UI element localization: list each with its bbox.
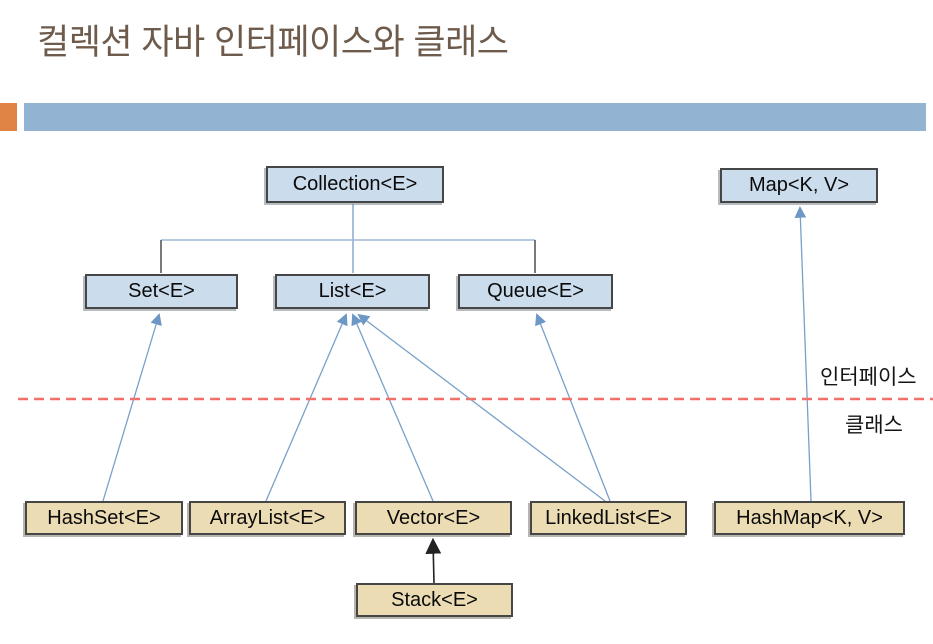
- node-stack-label: Stack<E>: [391, 588, 478, 611]
- accent-square: [0, 103, 17, 131]
- node-queue: Queue<E>: [458, 274, 613, 309]
- node-vector-label: Vector<E>: [386, 506, 481, 529]
- node-list: List<E>: [275, 274, 430, 309]
- node-hashmap: HashMap<K, V>: [714, 501, 905, 535]
- node-hashmap-label: HashMap<K, V>: [736, 506, 883, 529]
- node-queue-label: Queue<E>: [487, 280, 584, 302]
- node-arraylist: ArrayList<E>: [189, 501, 346, 535]
- edge-arraylist-list: [265, 313, 348, 502]
- node-linkedlist-label: LinkedList<E>: [545, 506, 672, 529]
- edge-stack-vector: [425, 537, 442, 584]
- node-collection-label: Collection<E>: [292, 173, 418, 195]
- node-stack: Stack<E>: [356, 583, 513, 617]
- node-map: Map<K, V>: [720, 168, 878, 203]
- node-set: Set<E>: [85, 274, 238, 309]
- node-arraylist-label: ArrayList<E>: [209, 506, 326, 529]
- node-hashset-label: HashSet<E>: [47, 506, 161, 529]
- zone-label-interfaces: 인터페이스: [820, 366, 917, 389]
- edge-linkedlist-list: [357, 313, 606, 502]
- node-hashset: HashSet<E>: [25, 501, 183, 535]
- node-collection: Collection<E>: [266, 166, 444, 203]
- edge-hashset-set: [102, 313, 162, 502]
- edge-hashmap-map: [794, 206, 812, 502]
- page-title: 컬렉션 자바 인터페이스와 클래스: [37, 23, 509, 62]
- zone-label-classes: 클래스: [845, 414, 903, 437]
- edge-linkedlist-queue: [535, 313, 611, 502]
- node-linkedlist: LinkedList<E>: [530, 501, 687, 535]
- node-map-label: Map<K, V>: [748, 174, 850, 196]
- node-list-label: List<E>: [318, 280, 387, 302]
- edge-vector-list: [351, 313, 434, 502]
- title-divider-bar: [24, 103, 926, 131]
- node-set-label: Set<E>: [128, 280, 195, 302]
- node-vector: Vector<E>: [355, 501, 512, 535]
